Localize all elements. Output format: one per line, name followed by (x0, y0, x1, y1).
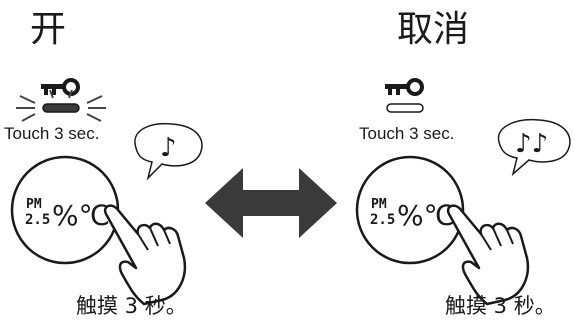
lock-on-illustration: ♪ PM 2.5 %℃ (10, 78, 203, 306)
hand-pointer-icon (446, 204, 530, 306)
touch-instruction: Touch 3 sec. (359, 124, 455, 143)
pm-value: 2.5 (25, 212, 50, 228)
music-note-icon: ♪♪ (515, 129, 548, 159)
double-arrow-icon (205, 168, 337, 238)
pm-label: PM (371, 197, 387, 212)
sound-bubble (134, 122, 203, 181)
panel-title: 开 (29, 9, 66, 50)
touch-button[interactable] (355, 155, 465, 265)
led-indicator-off (386, 103, 424, 113)
sound-bubble (497, 118, 571, 177)
units-label: %℃ (397, 199, 455, 232)
pm-label: PM (26, 197, 42, 212)
key-icon (385, 78, 424, 96)
panel-title: 取消 (396, 9, 469, 50)
led-indicator-lit (16, 89, 106, 122)
caption: 触摸 3 秒。 (76, 294, 187, 318)
panel-lock-on: 开 ♪ PM 2.5 %℃ (0, 0, 240, 329)
touch-instruction: Touch 3 sec. (4, 124, 100, 143)
pm-value: 2.5 (370, 212, 395, 228)
caption: 触摸 3 秒。 (445, 294, 556, 318)
panel-lock-off: 取消 ♪♪ PM 2.5 %℃ Touch 3 sec. 触摸 3 秒。 (335, 0, 575, 329)
music-note-icon: ♪ (160, 133, 177, 163)
hand-pointer-icon (103, 204, 187, 306)
key-icon (41, 78, 80, 96)
units-label: %℃ (52, 199, 110, 232)
lock-off-illustration: ♪♪ PM 2.5 %℃ (355, 78, 571, 306)
